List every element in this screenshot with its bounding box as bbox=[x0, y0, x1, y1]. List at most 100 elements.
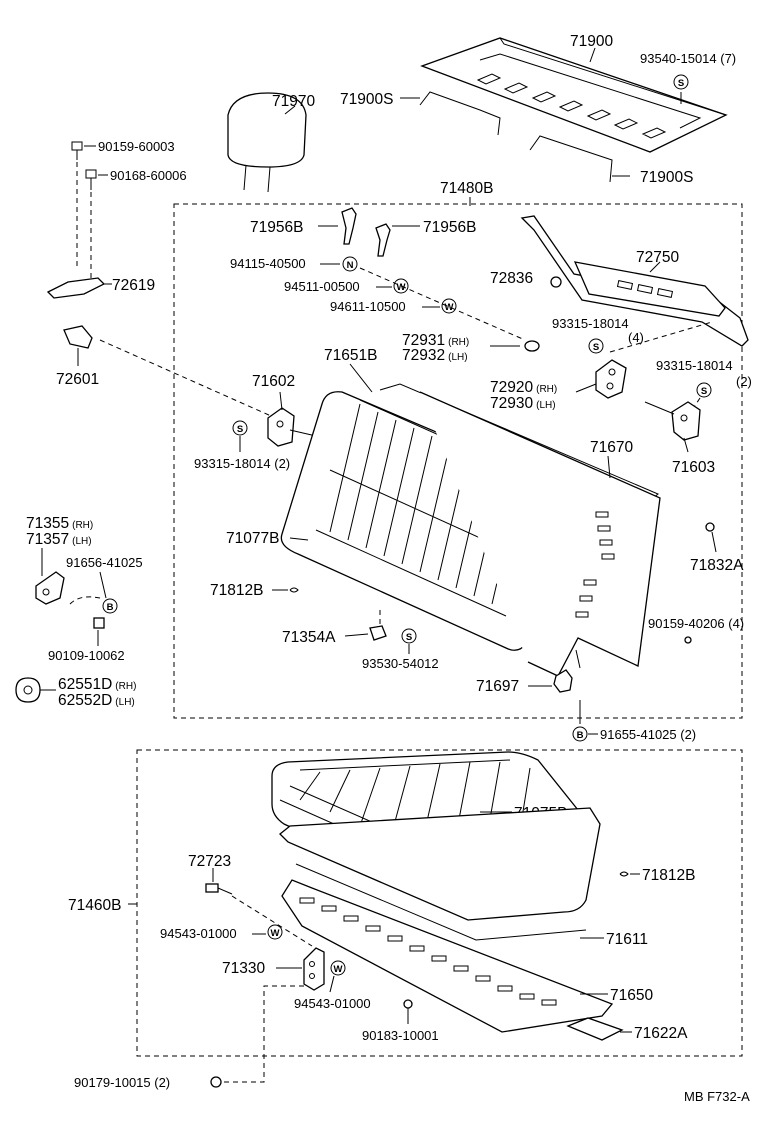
symbol-s-93315-a: S bbox=[232, 420, 248, 436]
label-94543-a: 94543-01000 bbox=[160, 926, 237, 941]
bolt-90109-10062 bbox=[93, 617, 105, 629]
label-72619: 72619 bbox=[112, 277, 155, 294]
symbol-s-93315-c: S bbox=[588, 338, 604, 354]
bracket-71330 bbox=[303, 947, 325, 991]
hinge-71603 bbox=[644, 401, 701, 441]
bolt-90159-40206 bbox=[684, 636, 692, 644]
label-71355: 71355(RH) bbox=[26, 515, 93, 532]
label-71970: 71970 bbox=[272, 93, 315, 110]
bolt-72723 bbox=[205, 883, 233, 895]
latch-71355 bbox=[35, 571, 65, 605]
label-71460b: 71460B bbox=[68, 897, 121, 914]
hinge-71602 bbox=[267, 407, 317, 447]
label-90168-60006: 90168-60006 bbox=[110, 168, 187, 183]
label-71900s-b: 71900S bbox=[640, 169, 693, 186]
label-71077b: 71077B bbox=[226, 530, 279, 547]
label-93540: 93540-15014 (7) bbox=[640, 51, 736, 66]
label-71832a: 71832A bbox=[690, 557, 744, 574]
nut-90183 bbox=[403, 999, 413, 1009]
label-72723: 72723 bbox=[188, 853, 231, 870]
figure-code: MB F732-A bbox=[684, 1089, 750, 1104]
label-93315-a: 93315-18014 (2) bbox=[194, 456, 290, 471]
label-93315-c: 93315-18014 bbox=[552, 316, 629, 331]
striker-72619 bbox=[46, 277, 106, 299]
svg-text:B: B bbox=[107, 602, 114, 613]
symbol-w-94543-a: W bbox=[267, 924, 283, 940]
seat-cushion-assembly-frame bbox=[136, 749, 743, 1057]
label-71651b: 71651B bbox=[324, 347, 377, 364]
label-71900: 71900 bbox=[570, 33, 613, 50]
pad-71622a bbox=[566, 1017, 624, 1041]
label-71330: 71330 bbox=[222, 960, 265, 977]
svg-text:S: S bbox=[406, 632, 412, 643]
bolt-90159-60003 bbox=[71, 141, 83, 160]
label-71603: 71603 bbox=[672, 459, 715, 476]
label-71650: 71650 bbox=[610, 987, 653, 1004]
label-71697: 71697 bbox=[476, 678, 519, 695]
label-72601: 72601 bbox=[56, 371, 99, 388]
label-71611: 71611 bbox=[606, 931, 648, 948]
nut-90179 bbox=[210, 1076, 222, 1088]
clip-71812b-a bbox=[289, 587, 299, 593]
symbol-w-94511: W bbox=[393, 278, 409, 294]
seat-pad-71611 bbox=[279, 807, 601, 941]
symbol-b-91655: B bbox=[572, 726, 588, 742]
svg-text:S: S bbox=[237, 424, 243, 435]
label-72750: 72750 bbox=[636, 249, 679, 266]
symbol-w-94543-b: W bbox=[330, 960, 346, 976]
label-72932: 72932(LH) bbox=[402, 347, 468, 364]
clip-71832a bbox=[705, 522, 715, 532]
knob-62551d bbox=[15, 677, 41, 703]
seat-frame-71650 bbox=[281, 879, 614, 1033]
symbol-s-93540: S bbox=[673, 74, 689, 104]
clip-71956b-b bbox=[375, 223, 391, 257]
clip-71812b-b bbox=[619, 871, 629, 877]
symbol-b-91656: B bbox=[102, 598, 118, 614]
frame-bar-72750 bbox=[520, 215, 749, 347]
label-93530: 93530-54012 bbox=[362, 656, 439, 671]
headrest-71970 bbox=[227, 92, 307, 193]
board-brackets-71900s bbox=[419, 91, 613, 183]
label-71480b: 71480B bbox=[440, 180, 493, 197]
label-90109: 90109-10062 bbox=[48, 648, 125, 663]
label-90183: 90183-10001 bbox=[362, 1028, 439, 1043]
symbol-n-94115: N bbox=[342, 256, 358, 272]
label-71900s-a: 71900S bbox=[340, 91, 393, 108]
label-71602: 71602 bbox=[252, 373, 295, 390]
symbol-w-94611: W bbox=[441, 298, 457, 314]
label-93315-d: 93315-18014 bbox=[656, 358, 733, 373]
label-71812b-a: 71812B bbox=[210, 582, 263, 599]
rear-board-71900 bbox=[420, 37, 728, 153]
label-72931: 72931(RH) bbox=[402, 332, 469, 349]
cap-72836 bbox=[550, 276, 562, 288]
label-94611: 94611-10500 bbox=[330, 299, 406, 314]
label-90159-60003: 90159-60003 bbox=[98, 139, 175, 154]
label-72836: 72836 bbox=[490, 270, 533, 287]
label-71670: 71670 bbox=[590, 439, 633, 456]
hinge-72920 bbox=[595, 359, 627, 399]
label-93315-c-qty: (4) bbox=[628, 330, 644, 345]
clip-71354a bbox=[369, 625, 387, 641]
symbol-s-93315-d: S bbox=[696, 382, 712, 398]
symbol-s-93530: S bbox=[401, 628, 417, 644]
cover-72931 bbox=[524, 340, 540, 352]
seatback-assembly-frame bbox=[173, 203, 743, 719]
svg-text:W: W bbox=[445, 302, 454, 313]
label-71357: 71357(LH) bbox=[26, 531, 92, 548]
label-91656: 91656-41025 bbox=[66, 555, 143, 570]
label-94511: 94511-00500 bbox=[284, 279, 360, 294]
label-71956b-b: 71956B bbox=[423, 219, 476, 236]
svg-text:W: W bbox=[397, 282, 406, 293]
svg-text:N: N bbox=[347, 260, 354, 271]
svg-text:S: S bbox=[701, 386, 707, 397]
cover-71697 bbox=[553, 649, 581, 693]
svg-text:B: B bbox=[577, 730, 584, 741]
clip-71956b-a bbox=[341, 207, 357, 245]
label-93315-d-qty: (2) bbox=[736, 374, 752, 389]
label-71354a: 71354A bbox=[282, 629, 336, 646]
svg-text:S: S bbox=[593, 342, 599, 353]
label-91655: 91655-41025 (2) bbox=[600, 727, 696, 742]
svg-text:S: S bbox=[678, 78, 684, 89]
label-62551d: 62551D(RH) bbox=[58, 676, 136, 693]
